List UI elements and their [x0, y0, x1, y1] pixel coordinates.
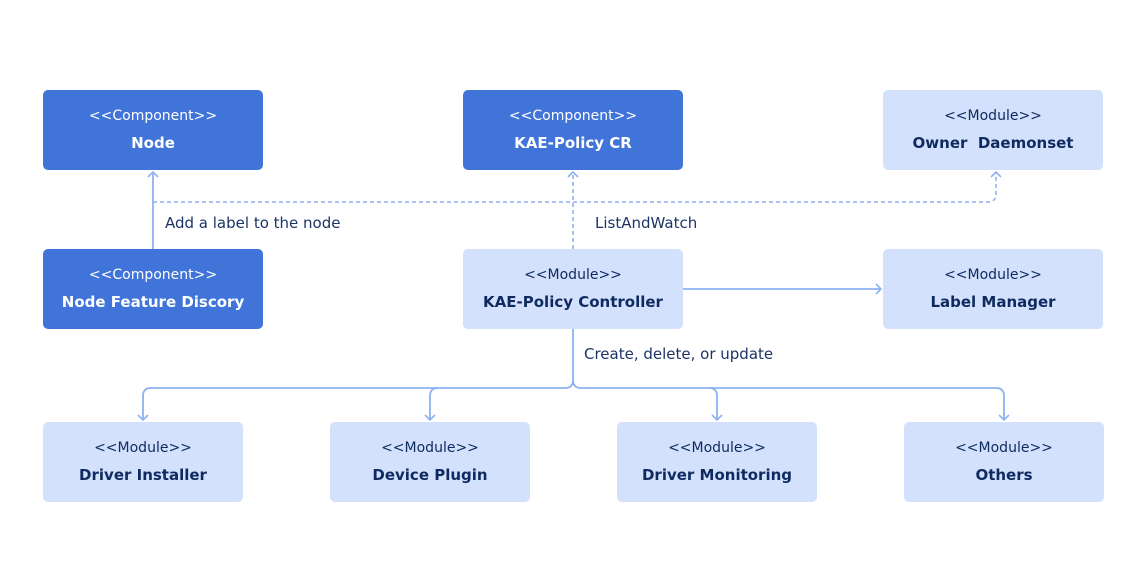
owner-daemonset-box: <<Module>> Owner Daemonset	[883, 90, 1103, 170]
node-stereotype: <<Component>>	[88, 108, 218, 124]
edge-to-others	[572, 379, 1010, 422]
kae-policy-cr-stereotype: <<Component>>	[508, 108, 638, 124]
label-manager-box: <<Module>> Label Manager	[883, 249, 1103, 329]
controller-name: KAE-Policy Controller	[483, 293, 663, 311]
edge-dashed-to-owner-daemonset	[153, 170, 1002, 203]
kae-policy-cr-box: <<Component>> KAE-Policy CR	[463, 90, 683, 170]
driver-installer-box: <<Module>> Driver Installer	[43, 422, 243, 502]
driver-monitoring-box: <<Module>> Driver Monitoring	[617, 422, 817, 502]
node-box: <<Component>> Node	[43, 90, 263, 170]
add-label-text: Add a label to the node	[165, 214, 341, 232]
node-name: Node	[131, 134, 175, 152]
kae-policy-cr-name: KAE-Policy CR	[514, 134, 632, 152]
edge-to-driver-installer	[137, 379, 574, 422]
nfd-stereotype: <<Component>>	[88, 267, 218, 283]
driver-installer-stereotype: <<Module>>	[94, 440, 192, 456]
device-plugin-name: Device Plugin	[372, 466, 488, 484]
edge-to-device-plugin	[424, 387, 439, 422]
device-plugin-stereotype: <<Module>>	[381, 440, 479, 456]
others-stereotype: <<Module>>	[955, 440, 1053, 456]
device-plugin-box: <<Module>> Device Plugin	[330, 422, 530, 502]
list-and-watch-text: ListAndWatch	[595, 214, 698, 232]
controller-stereotype: <<Module>>	[524, 267, 622, 283]
owner-daemonset-name: Owner Daemonset	[912, 134, 1074, 152]
others-box: <<Module>> Others	[904, 422, 1104, 502]
owner-daemonset-stereotype: <<Module>>	[944, 108, 1042, 124]
label-manager-stereotype: <<Module>>	[944, 267, 1042, 283]
driver-monitoring-name: Driver Monitoring	[641, 466, 793, 484]
edge-to-driver-monitoring	[708, 387, 723, 422]
create-delete-update-text: Create, delete, or update	[584, 345, 774, 363]
driver-installer-name: Driver Installer	[79, 466, 207, 484]
controller-box: <<Module>> KAE-Policy Controller	[463, 249, 683, 329]
others-name: Others	[975, 466, 1033, 484]
nfd-name: Node Feature Discory	[61, 293, 245, 311]
label-manager-name: Label Manager	[930, 293, 1056, 311]
driver-monitoring-stereotype: <<Module>>	[668, 440, 766, 456]
nfd-box: <<Component>> Node Feature Discory	[43, 249, 263, 329]
